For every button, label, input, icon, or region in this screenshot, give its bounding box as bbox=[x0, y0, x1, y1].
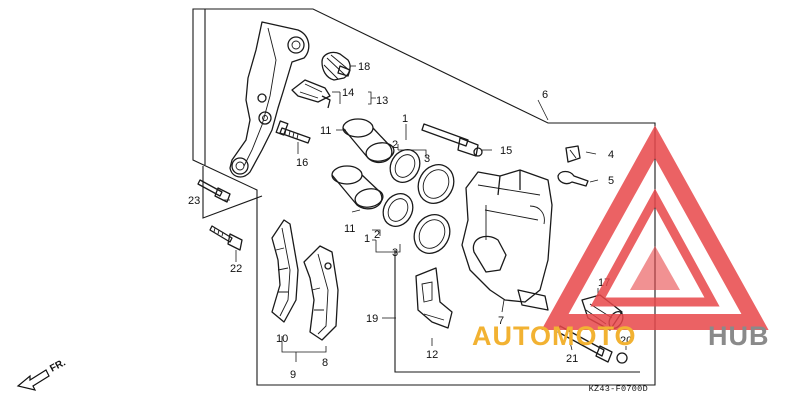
part-label: 13 bbox=[376, 95, 388, 107]
watermark-text-primary: AUTOMOTO bbox=[472, 321, 637, 351]
part-label: 1 bbox=[402, 113, 408, 125]
pad-10 bbox=[271, 219, 299, 323]
cap-5 bbox=[557, 170, 589, 187]
watermark-triangle-icon bbox=[541, 125, 769, 330]
part-label: 1 bbox=[364, 233, 370, 245]
front-direction-indicator: FR. bbox=[16, 357, 68, 391]
bolt-16 bbox=[275, 120, 311, 144]
caliper-frame bbox=[394, 250, 640, 373]
part-label: 2 bbox=[374, 229, 380, 241]
outer-frame bbox=[192, 8, 656, 386]
shim-12 bbox=[415, 267, 453, 329]
watermark-text-secondary: HUB bbox=[708, 321, 770, 351]
part-label: 7 bbox=[498, 315, 504, 327]
part-label: 16 bbox=[296, 157, 308, 169]
bolt-22 bbox=[209, 225, 243, 251]
part-label: 8 bbox=[322, 357, 328, 369]
nut-20 bbox=[616, 352, 628, 364]
part-label: 19 bbox=[366, 313, 378, 325]
piston-11-upper bbox=[342, 118, 395, 163]
part-label: 3 bbox=[392, 247, 398, 259]
seals-upper bbox=[389, 149, 455, 204]
part-label: 9 bbox=[290, 369, 296, 381]
caliper-bracket bbox=[229, 21, 310, 178]
caliper-body bbox=[461, 169, 553, 311]
leader-lines bbox=[222, 65, 627, 362]
watermark-logo bbox=[541, 125, 769, 330]
part-label: 3 bbox=[424, 153, 430, 165]
diagram-code: KZ43-F0700D bbox=[589, 384, 648, 394]
retainer-14 bbox=[291, 79, 331, 109]
part-label: 20 bbox=[620, 335, 632, 347]
part-labels: 18 14 13 11 16 1 2 3 11 1 2 3 15 6 4 5 7… bbox=[188, 61, 632, 381]
part-label: 15 bbox=[500, 145, 512, 157]
inner-frame bbox=[202, 166, 263, 219]
part-label: 11 bbox=[344, 223, 355, 235]
part-label: 5 bbox=[608, 175, 614, 187]
part-label: 6 bbox=[542, 89, 548, 101]
bolt-23 bbox=[197, 179, 231, 203]
piston-11-lower bbox=[331, 165, 384, 210]
boot-18 bbox=[321, 51, 351, 81]
part-label: 11 bbox=[320, 125, 331, 137]
part-label: 10 bbox=[276, 333, 288, 345]
part-label: 14 bbox=[342, 87, 354, 99]
front-arrow-icon bbox=[16, 369, 50, 391]
part-label: 4 bbox=[608, 149, 614, 161]
seals-lower bbox=[382, 193, 451, 254]
part-label: 12 bbox=[426, 349, 438, 361]
part-label: 22 bbox=[230, 263, 242, 275]
front-direction-label: FR. bbox=[48, 357, 68, 374]
pad-8 bbox=[303, 245, 339, 341]
pin-15 bbox=[421, 123, 483, 157]
bleeder-4 bbox=[565, 145, 581, 163]
part-label: 21 bbox=[566, 353, 578, 365]
part-label: 2 bbox=[392, 139, 398, 151]
part-label: 23 bbox=[188, 195, 200, 207]
part-label: 18 bbox=[358, 61, 370, 73]
